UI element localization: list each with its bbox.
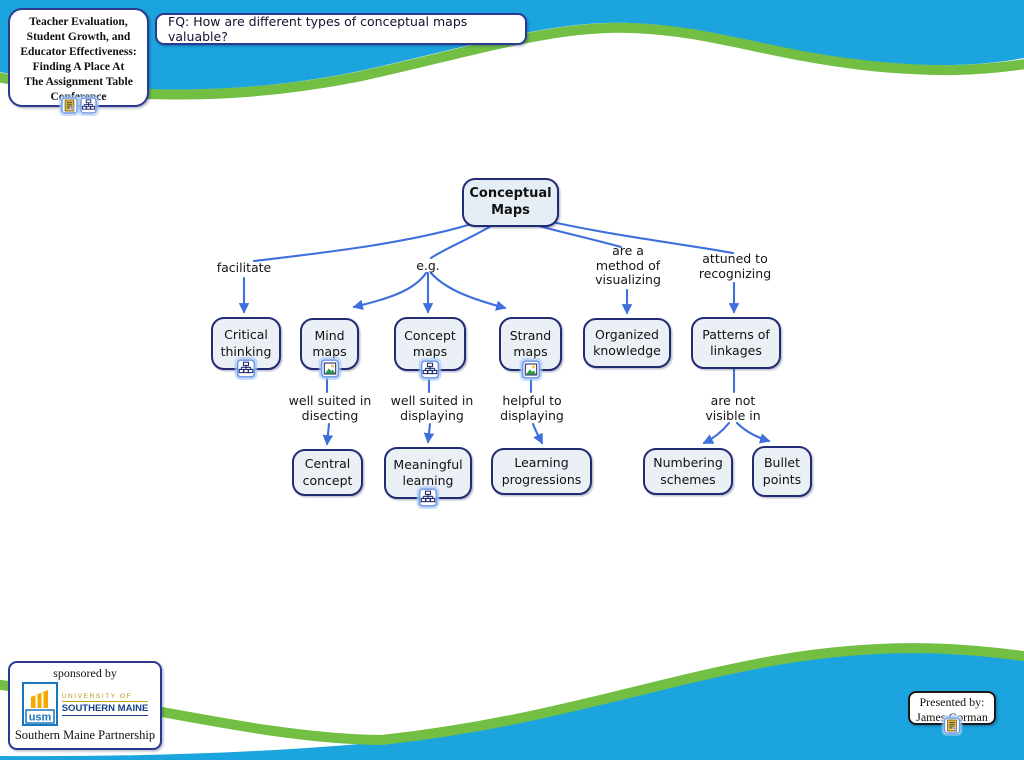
- document-icon[interactable]: [60, 97, 78, 114]
- sponsor-box: sponsored by usm UNIVERSITY OF SOUTHERN …: [8, 661, 162, 750]
- title-annotation-icons: [60, 97, 97, 114]
- concept-map-icon[interactable]: [79, 97, 97, 114]
- image-icon[interactable]: [521, 360, 540, 379]
- bottom-wave-decoration: [0, 643, 1024, 760]
- sponsored-by-label: sponsored by: [53, 666, 117, 680]
- image-icon[interactable]: [320, 359, 339, 378]
- node-meaningful-learning[interactable]: Meaningful learning: [384, 447, 472, 507]
- linking-phrase-facilitate[interactable]: facilitate: [216, 260, 272, 275]
- node-mind-maps[interactable]: Mind maps: [300, 318, 359, 378]
- linking-phrase-disecting[interactable]: well suited in disecting: [288, 393, 372, 423]
- document-icon[interactable]: [943, 717, 961, 734]
- partnership-label: Southern Maine Partnership: [14, 728, 156, 742]
- title-line: Student Growth, and: [26, 30, 131, 43]
- title-line: Teacher Evaluation,: [29, 16, 128, 28]
- node-conceptual-maps[interactable]: Conceptual Maps: [462, 178, 559, 227]
- node-learning-progressions[interactable]: Learning progressions: [491, 448, 592, 495]
- title-line: The Assignment Table: [24, 75, 133, 88]
- concept-map-icon[interactable]: [418, 488, 438, 507]
- node-organized-knowledge[interactable]: Organized knowledge: [583, 318, 671, 368]
- linking-phrase-helpful[interactable]: helpful to displaying: [500, 393, 564, 423]
- focus-question-text: FQ: How are different types of conceptua…: [168, 14, 468, 44]
- node-patterns-of-linkages[interactable]: Patterns of linkages: [691, 317, 781, 369]
- linking-phrase-displaying[interactable]: well suited in displaying: [390, 393, 474, 423]
- node-bullet-points[interactable]: Bullet points: [752, 446, 812, 497]
- usm-logo-icon: usm: [21, 682, 58, 726]
- node-numbering-schemes[interactable]: Numbering schemes: [643, 448, 733, 495]
- linking-phrase-not-visible[interactable]: are not visible in: [705, 393, 761, 423]
- concept-map-icon[interactable]: [420, 360, 440, 379]
- concept-map-icon[interactable]: [236, 359, 256, 378]
- linking-phrase-method[interactable]: are a method of visualizing: [595, 243, 661, 288]
- linking-phrase-attuned[interactable]: attuned to recognizing: [698, 251, 772, 281]
- presented-by-box: Presented by: James Gorman: [908, 691, 996, 734]
- title-line: Educator Effectiveness:: [20, 45, 137, 58]
- focus-question-box: FQ: How are different types of conceptua…: [155, 13, 527, 45]
- node-critical-thinking[interactable]: Critical thinking: [211, 317, 281, 378]
- node-strand-maps[interactable]: Strand maps: [499, 317, 562, 379]
- linking-phrase-eg[interactable]: e.g.: [416, 258, 440, 273]
- presented-by-label: Presented by:: [919, 695, 985, 709]
- usm-logo: usm UNIVERSITY OF SOUTHERN MAINE: [21, 682, 149, 726]
- node-concept-maps[interactable]: Concept maps: [394, 317, 466, 379]
- southern-maine-label: SOUTHERN MAINE: [61, 702, 149, 716]
- node-central-concept[interactable]: Central concept: [292, 449, 363, 496]
- university-of-label: UNIVERSITY OF: [61, 693, 149, 702]
- conference-title-box: Teacher Evaluation, Student Growth, and …: [8, 8, 149, 114]
- usm-text: usm: [28, 712, 51, 724]
- title-line: Finding A Place At: [32, 60, 125, 73]
